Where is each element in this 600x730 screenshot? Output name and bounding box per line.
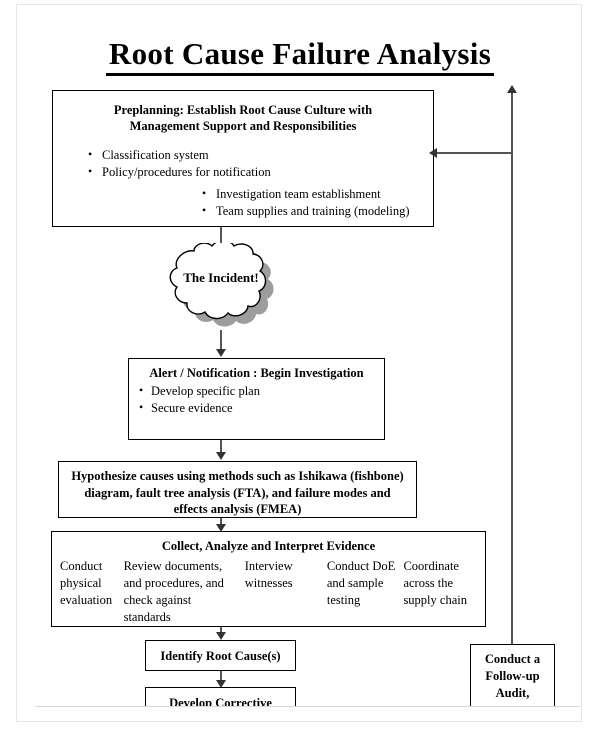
page-frame — [16, 4, 582, 722]
hypothesize-heading: Hypothesize causes using methods such as… — [71, 469, 404, 516]
connector-preplanning-incident — [220, 227, 222, 245]
develop-heading: Develop Corrective — [169, 696, 272, 706]
connector-feedback-horizontal — [437, 152, 512, 154]
node-collect[interactable]: Collect, Analyze and Interpret Evidence … — [51, 531, 486, 627]
node-incident[interactable]: The Incident! — [163, 243, 295, 337]
identify-heading: Identify Root Cause(s) — [160, 649, 281, 663]
incident-label: The Incident! — [183, 270, 259, 285]
list-item: Team supplies and training (modeling) — [200, 202, 410, 220]
alert-heading: Alert / Notification : Begin Investigati… — [149, 366, 364, 380]
cloud-icon — [169, 243, 274, 327]
list-item: Investigation team establishment — [200, 185, 410, 203]
page-title: Root Cause Failure Analysis — [0, 36, 600, 76]
preplanning-bullets-left: Classification system Policy/procedures … — [86, 146, 271, 181]
list-item: Secure evidence — [139, 399, 384, 417]
node-develop-corrective[interactable]: Develop Corrective — [145, 687, 296, 706]
arrow-down-icon — [216, 680, 226, 688]
collect-column: Coordinate across the supply chain — [403, 559, 467, 607]
arrow-up-icon — [507, 85, 517, 93]
node-hypothesize[interactable]: Hypothesize causes using methods such as… — [58, 461, 417, 518]
connector-incident-alert — [220, 330, 222, 350]
arrow-left-icon — [429, 148, 437, 158]
collect-column: Conduct DoE and sample testing — [326, 559, 396, 607]
alert-bullets: Develop specific plan Secure evidence — [139, 382, 384, 417]
followup-heading: Conduct a Follow-up Audit, — [484, 652, 541, 700]
diagram-canvas: Root Cause Failure Analysis Preplanning:… — [0, 0, 600, 706]
page-clip-line — [35, 706, 580, 707]
list-item: Policy/procedures for notification — [86, 163, 271, 181]
collect-columns: Conduct physical evaluation Review docum… — [60, 558, 480, 626]
connector-identify-develop — [220, 671, 222, 684]
arrow-down-icon — [216, 524, 226, 532]
preplanning-bullets-right: Investigation team establishment Team su… — [200, 185, 410, 220]
node-alert[interactable]: Alert / Notification : Begin Investigati… — [128, 358, 385, 440]
node-preplanning[interactable]: Preplanning: Establish Root Cause Cultur… — [52, 90, 434, 227]
collect-column: Conduct physical evaluation — [60, 559, 113, 607]
node-followup-audit[interactable]: Conduct a Follow-up Audit, — [470, 644, 555, 706]
collect-column: Interview witnesses — [244, 559, 293, 590]
page-title-text: Root Cause Failure Analysis — [105, 36, 495, 76]
connector-alert-hypothesize — [220, 440, 222, 453]
connector-feedback-vertical — [511, 92, 513, 644]
collect-heading: Collect, Analyze and Interpret Evidence — [161, 539, 376, 553]
list-item: Develop specific plan — [139, 382, 384, 400]
connector-collect-identify — [220, 627, 222, 635]
list-item: Classification system — [86, 146, 271, 164]
arrow-down-icon — [216, 349, 226, 357]
arrow-down-icon — [216, 452, 226, 460]
connector-hypothesize-collect — [220, 518, 222, 527]
collect-column: Review documents, and procedures, and ch… — [123, 559, 224, 624]
node-identify-root-cause[interactable]: Identify Root Cause(s) — [145, 640, 296, 671]
arrow-down-icon — [216, 632, 226, 640]
preplanning-heading: Preplanning: Establish Root Cause Cultur… — [113, 103, 373, 133]
